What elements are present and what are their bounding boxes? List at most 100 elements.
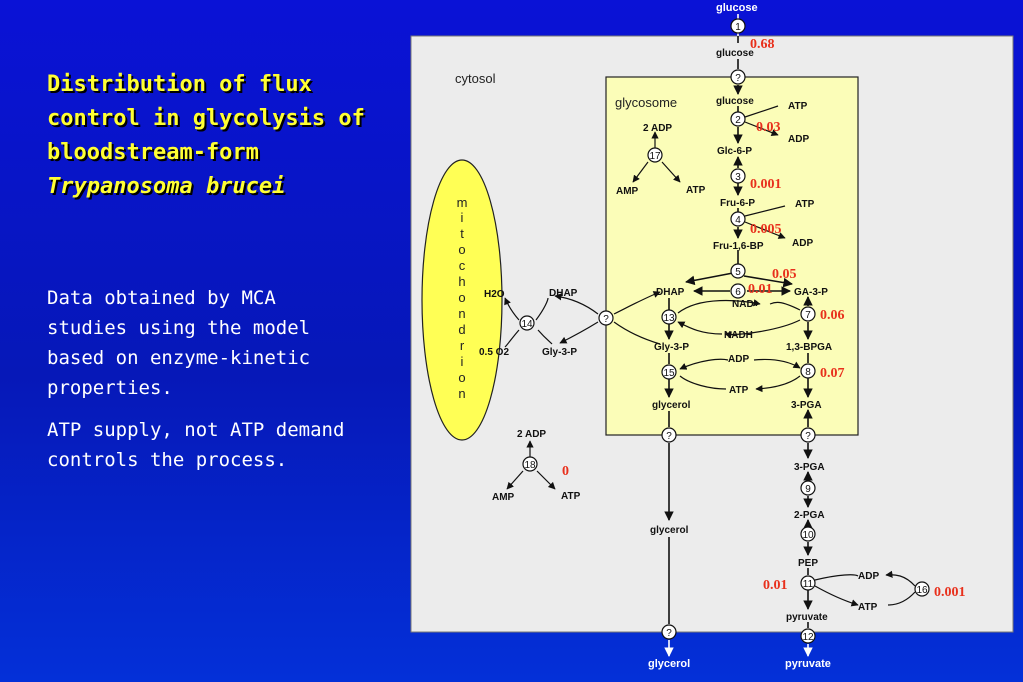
atp-arrow-15 — [679, 375, 727, 390]
enzyme-3 — [730, 168, 746, 184]
enzyme-q-label-1: ? — [735, 73, 741, 84]
svg-text:n: n — [458, 306, 465, 321]
bpga13-label: 1,3-BPGA — [786, 342, 832, 353]
mitochondrion-label: m i t o c h o n d r i o n — [457, 195, 468, 401]
svg-text:c: c — [459, 258, 466, 273]
enzyme-14 — [519, 315, 535, 331]
adp-arrow-15 — [679, 358, 729, 370]
enzyme-6-label: 6 — [735, 287, 741, 298]
nadh-label: NADH — [724, 330, 753, 341]
coefficient-4: 0.005 — [750, 222, 782, 237]
atp-2-label: ATP — [788, 101, 808, 112]
enzyme-10 — [800, 526, 816, 542]
svg-text:n: n — [458, 386, 465, 401]
adp-arrow-8 — [753, 358, 801, 369]
svg-text:i: i — [461, 210, 464, 225]
gly3p-arrow-cyt — [559, 321, 599, 344]
enzyme-7-label: 7 — [805, 310, 811, 321]
nad-arrow-7 — [769, 301, 801, 311]
atp-line-11 — [814, 585, 859, 607]
h2o-arrow-14 — [504, 297, 520, 321]
enzyme-4-label: 4 — [735, 215, 741, 226]
dhap-arrow-14 — [535, 297, 549, 321]
svg-text:o: o — [458, 370, 465, 385]
adp-11-label: ADP — [858, 571, 879, 582]
enzyme-13-label: 13 — [663, 313, 675, 324]
enzyme-14-label: 14 — [521, 319, 533, 330]
glycosome-label: glycosome — [615, 95, 677, 110]
atp-4-label: ATP — [795, 199, 815, 210]
svg-text:d: d — [458, 322, 465, 337]
coefficient-1: 0.68 — [750, 37, 775, 52]
amp-arrow-18 — [506, 470, 524, 490]
gly3p-arrow-shuttle — [613, 321, 661, 345]
adp-18-label: 2 ADP — [517, 429, 546, 440]
gly3p-label: Gly-3-P — [654, 342, 689, 353]
nadh-arrow-13 — [677, 321, 723, 335]
glycerol-glycosome-label: glycerol — [652, 400, 691, 411]
slide-body: Data obtained by MCA studies using the m… — [47, 283, 367, 487]
slide-title: Distribution of flux control in glycolys… — [47, 68, 397, 204]
enzyme-16-label: 16 — [916, 585, 928, 596]
title-line-2: control in glycolysis of — [47, 106, 365, 131]
glucose-external-label: glucose — [716, 2, 758, 14]
adp-line-2 — [744, 121, 779, 136]
enzyme-5 — [730, 263, 746, 279]
pga2-label: 2-PGA — [794, 510, 825, 521]
mitochondrion-ellipse — [421, 159, 503, 441]
pga3-cytosol-label: 3-PGA — [794, 462, 825, 473]
enzyme-11-label: 11 — [803, 579, 814, 590]
pga3-glycosome-label: 3-PGA — [791, 400, 822, 411]
fru6p-label: Fru-6-P — [720, 198, 755, 209]
pyruvate-cytosol-label: pyruvate — [786, 612, 828, 623]
svg-text:m: m — [457, 195, 468, 210]
enzyme-15-label: 15 — [663, 368, 675, 379]
enzyme-11 — [800, 575, 816, 591]
dhap-cytosol-label: DHAP — [549, 288, 578, 299]
atp-line-2 — [744, 105, 779, 118]
amp-17-label: AMP — [616, 186, 639, 197]
atp-18-label: ATP — [561, 491, 581, 502]
coefficient-2: 0.03 — [756, 120, 781, 135]
atp-17-label: ATP — [686, 185, 706, 196]
nad-label: NAD+ — [732, 299, 760, 310]
title-line-4: Trypanosoma brucei — [47, 174, 286, 199]
enzyme-16 — [914, 581, 930, 597]
adp-line-4 — [744, 221, 786, 239]
enzyme-15 — [661, 364, 677, 380]
enzyme-transporter-glycerol-out — [661, 624, 677, 640]
enzyme-4 — [730, 211, 746, 227]
enzyme-12-label: 12 — [802, 632, 814, 643]
svg-text:h: h — [458, 274, 465, 289]
coefficient-11: 0.01 — [763, 578, 788, 593]
enzyme-5-label: 5 — [735, 267, 741, 278]
atp-arrow-8 — [755, 375, 801, 393]
glycosome-box — [605, 76, 859, 436]
adp-line-11 — [814, 574, 859, 581]
gly3p-arrow-14 — [537, 329, 553, 345]
enzyme-q-label-4: ? — [805, 431, 811, 442]
nadh-arrow-7 — [724, 319, 801, 339]
atp-mid-label: ATP — [729, 385, 749, 396]
enzyme-1-label: 1 — [735, 22, 741, 33]
body-paragraph-2: ATP supply, not ATP demand controls the … — [47, 419, 345, 471]
enzyme-8-label: 8 — [805, 367, 811, 378]
pyruvate-external-label: pyruvate — [785, 658, 831, 670]
atp-11-label: ATP — [858, 602, 878, 613]
enzyme-17-label: 17 — [649, 151, 661, 162]
arrow-5-to-ga3p — [743, 275, 793, 288]
title-line-1: Distribution of flux — [47, 72, 312, 97]
cytosol-label: cytosol — [455, 71, 496, 86]
enzyme-3-label: 3 — [735, 172, 741, 183]
amp-arrow-17 — [632, 161, 649, 183]
coefficient-3: 0.001 — [750, 177, 782, 192]
nad-arrow-13 — [677, 299, 761, 314]
enzyme-2 — [730, 111, 746, 127]
pep-label: PEP — [798, 558, 818, 569]
glycerol-cytosol-label: glycerol — [650, 525, 689, 536]
enzyme-9 — [800, 480, 816, 496]
coefficient-8: 0.07 — [820, 366, 845, 381]
enzyme-transporter-glycerol — [661, 427, 677, 443]
adp-mid-label: ADP — [728, 354, 749, 365]
dhap-arrow-cyt — [554, 293, 599, 315]
